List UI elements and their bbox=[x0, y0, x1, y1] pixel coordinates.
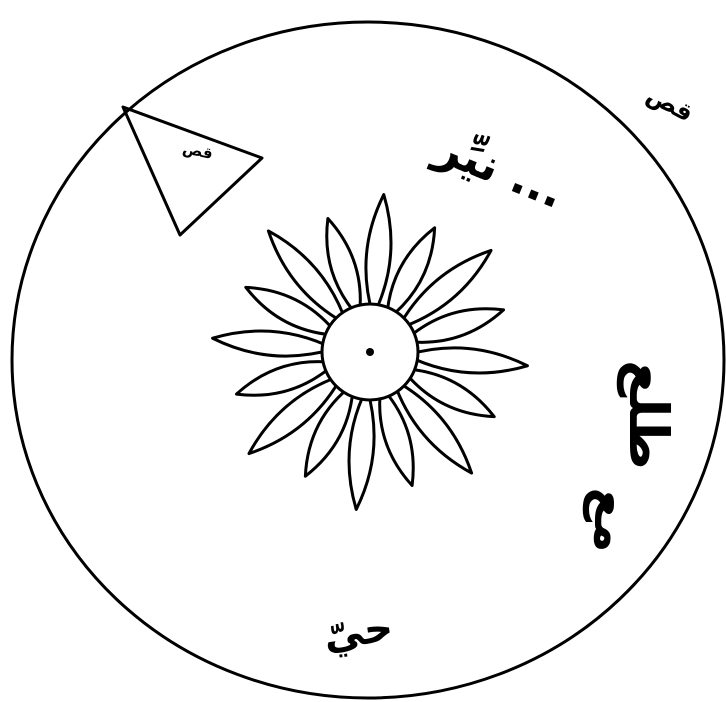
corner-cut-label: قص bbox=[642, 80, 698, 127]
word-lower: مع bbox=[582, 487, 641, 552]
triangle-cut-label: قص bbox=[181, 139, 214, 163]
word-bottom: حيّ bbox=[321, 604, 396, 659]
word-middle: طلع bbox=[617, 360, 680, 470]
center-dot bbox=[366, 348, 374, 356]
word-nayyir: نيِّر ... bbox=[427, 118, 573, 219]
cutout-triangle bbox=[123, 107, 262, 235]
